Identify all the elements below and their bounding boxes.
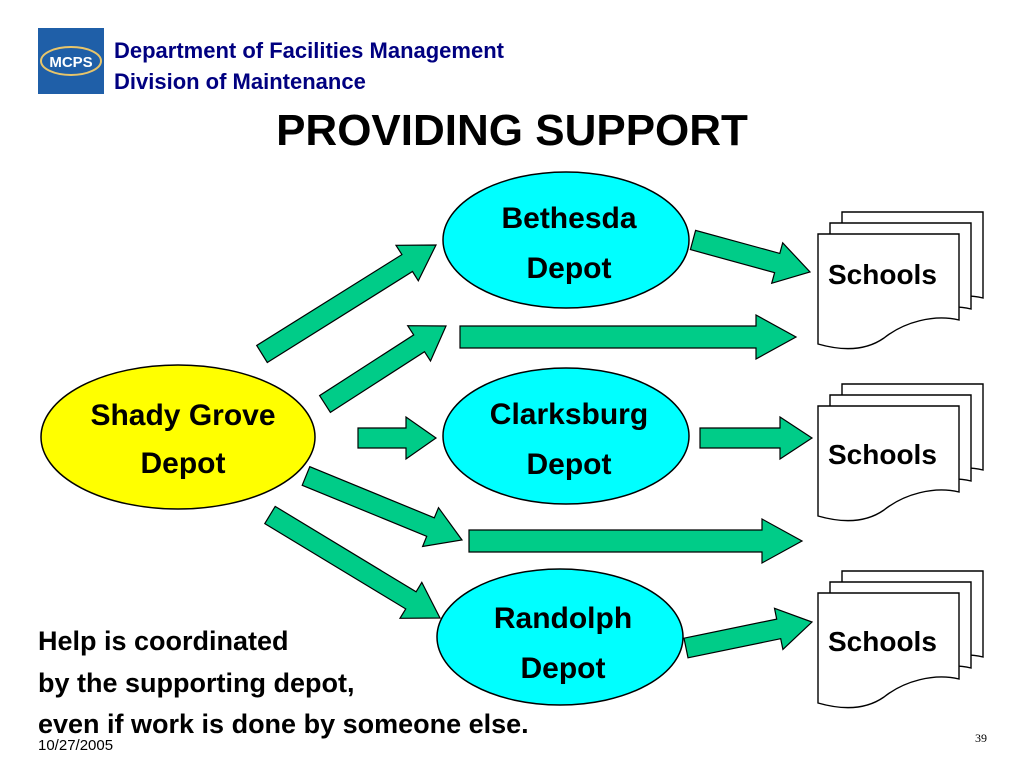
node-clarksburg-line1: Clarksburg xyxy=(490,398,648,431)
node-bethesda-shape xyxy=(442,171,690,309)
svg-text:MCPS: MCPS xyxy=(49,54,92,71)
document-icon xyxy=(817,405,960,522)
schools-label-1: Schools xyxy=(828,259,937,290)
arrow-lower-to-schools xyxy=(468,517,804,565)
node-bethesda: Bethesda Depot xyxy=(442,171,690,309)
footer-date: 10/27/2005 xyxy=(38,737,114,754)
node-randolph-line1: Randolph xyxy=(494,602,632,635)
arrow-shady-to-between-upper xyxy=(318,325,447,414)
arrow-upper-to-schools xyxy=(459,313,798,361)
node-randolph-line2: Depot xyxy=(521,652,606,685)
node-randolph: Randolph Depot xyxy=(436,568,684,706)
node-shady-grove-shape xyxy=(40,364,316,510)
header-department: Department of Facilities Management xyxy=(114,38,504,63)
arrow-bethesda-to-schools xyxy=(689,229,812,285)
note-line-1: Help is coordinated xyxy=(38,626,289,656)
node-bethesda-line1: Bethesda xyxy=(501,202,636,235)
arrow-shady-to-clarksburg xyxy=(357,415,438,461)
note-line-2: by the supporting depot, xyxy=(38,668,355,698)
note-line-3: even if work is done by someone else. xyxy=(38,709,529,739)
node-clarksburg-shape xyxy=(442,367,690,505)
node-bethesda-line2: Depot xyxy=(527,252,612,285)
arrow-shady-to-randolph xyxy=(263,505,441,619)
document-icon xyxy=(817,233,960,350)
slide-title: PROVIDING SUPPORT xyxy=(276,106,748,155)
node-shady-grove-line1: Shady Grove xyxy=(90,399,275,432)
node-randolph-shape xyxy=(436,568,684,706)
schools-label-2: Schools xyxy=(828,439,937,470)
arrow-randolph-to-schools xyxy=(683,607,814,659)
page-number: 39 xyxy=(975,731,987,745)
node-clarksburg-line2: Depot xyxy=(527,448,612,481)
schools-stack-3: Schools xyxy=(817,570,984,709)
document-icon xyxy=(817,592,960,709)
arrow-shady-to-bethesda xyxy=(255,244,437,364)
schools-stack-2: Schools xyxy=(817,383,984,522)
header-division: Division of Maintenance xyxy=(114,69,366,94)
arrow-clarksburg-to-schools xyxy=(699,415,814,461)
node-shady-grove-line2: Depot xyxy=(141,447,226,480)
arrow-shady-to-between-lower xyxy=(301,465,464,548)
mcps-logo: MCPS xyxy=(38,28,104,94)
node-shady-grove: Shady Grove Depot xyxy=(40,364,316,510)
schools-label-3: Schools xyxy=(828,626,937,657)
node-clarksburg: Clarksburg Depot xyxy=(442,367,690,505)
schools-stack-1: Schools xyxy=(817,211,984,350)
